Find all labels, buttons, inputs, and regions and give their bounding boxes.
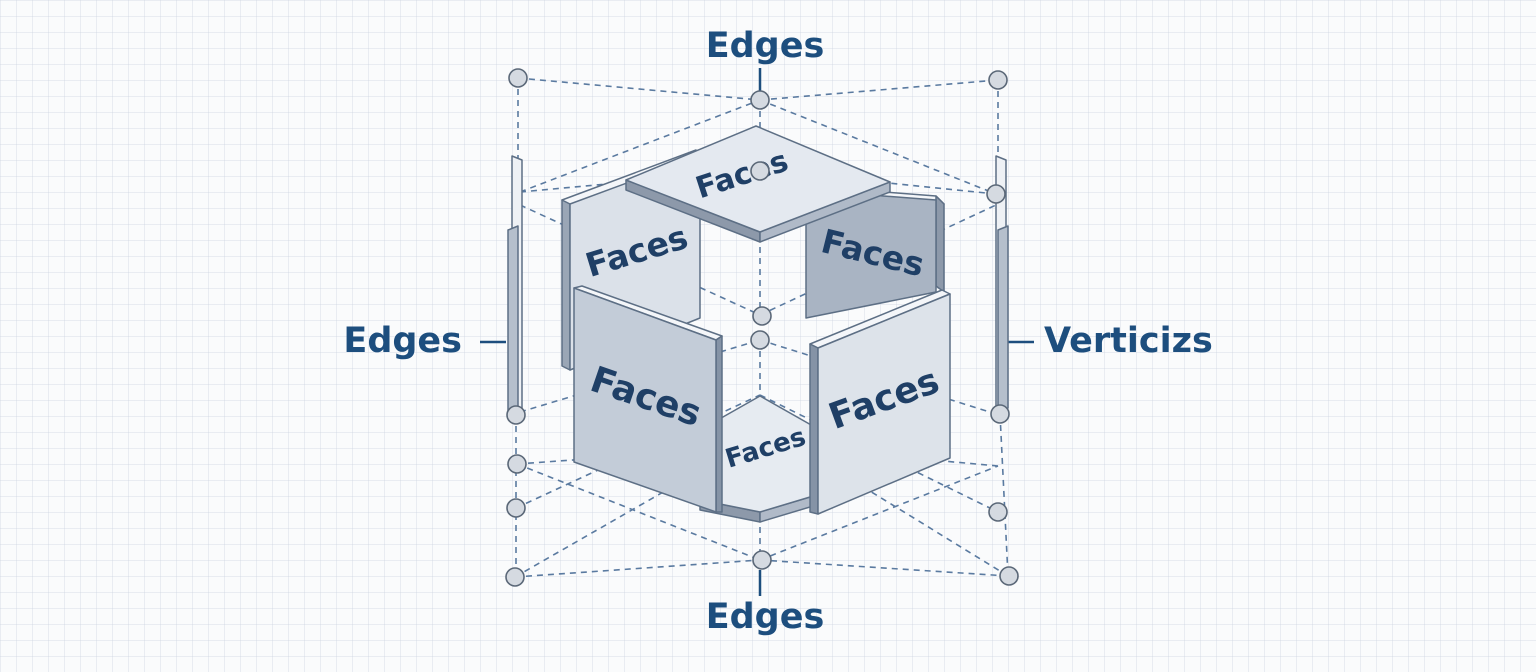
vertex-node [506, 405, 526, 425]
vertex-node [506, 498, 526, 518]
label-leader-lines [480, 68, 1034, 596]
face-back-right: Faces [805, 185, 945, 319]
vertex-node [990, 404, 1010, 424]
face-front-left: Faces [573, 285, 723, 513]
face-front-right: Faces [809, 289, 951, 515]
label-right-vertices: Verticizs [1044, 321, 1213, 361]
label-bottom-edges: Edges [705, 597, 825, 637]
vertex-node [752, 306, 772, 326]
vertex-node [507, 454, 527, 474]
label-left-edges: Edges [343, 321, 462, 361]
vertex-node [750, 330, 770, 350]
vertex-node [999, 566, 1019, 586]
vertex-node [752, 550, 772, 570]
vertex-node [508, 68, 528, 88]
vertex-node [505, 567, 525, 587]
label-top-edges: Edges [705, 26, 825, 66]
vertex-node [988, 70, 1008, 90]
vertex-node [988, 502, 1008, 522]
vertex-node [750, 90, 770, 110]
vertex-node [986, 184, 1006, 204]
left-edge-bar [507, 155, 523, 413]
vertex-node [750, 161, 770, 181]
vertex-nodes [505, 68, 1019, 587]
